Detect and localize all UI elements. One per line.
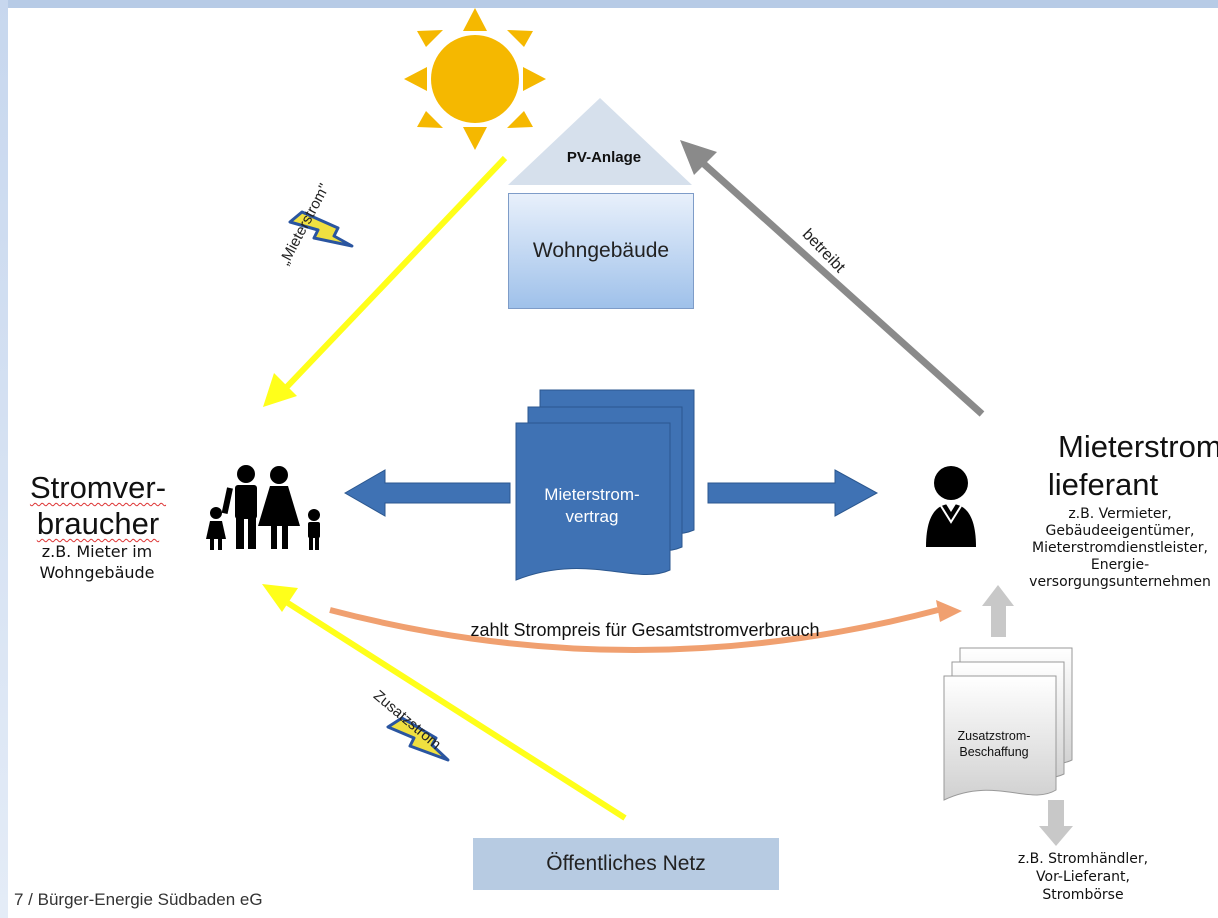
mieterstrom-arrow: [263, 155, 508, 407]
house-box: Wohngebäude: [508, 193, 694, 309]
sources-down-arrow: [1039, 800, 1073, 846]
supplier-sub-line-4: Energie-: [1090, 557, 1150, 573]
sources-label: z.B. Stromhändler, Vor-Lieferant, Stromb…: [1000, 850, 1166, 904]
zusatzstrom-arrow: [262, 584, 627, 821]
consumer-title-line-2: braucher: [36, 506, 160, 541]
top-frame-bar: [0, 0, 1218, 8]
consumer-sub-line-2: Wohngebäude: [39, 563, 155, 582]
supplier-title-line-1: Mieterstrom-: [1058, 429, 1218, 464]
supplier-sub-line-2: Gebäudeeigentümer,: [1045, 523, 1195, 539]
contract-arrow-left: [343, 469, 511, 517]
family-icon: [206, 465, 320, 550]
supplier-title: Mieterstrom- lieferant: [1008, 428, 1218, 504]
procurement-document-stack: [943, 647, 1073, 801]
sources-line-1: z.B. Stromhändler,: [1017, 851, 1149, 867]
public-grid-label: Öffentliches Netz: [546, 852, 706, 875]
lightning-icon-bottom: [386, 716, 450, 762]
contract-document-stack: [515, 389, 695, 581]
contract-label-line-1: Mieterstrom-: [544, 485, 640, 504]
house-roof: [508, 98, 692, 185]
supplier-title-line-2: lieferant: [1047, 467, 1159, 502]
payment-label: zahlt Strompreis für Gesamtstromverbrauc…: [470, 620, 820, 640]
contract-label-line-2: vertrag: [565, 507, 619, 526]
businessman-icon: [926, 466, 976, 547]
supplier-subtitle: z.B. Vermieter, Gebäudeeigentümer, Miete…: [1010, 506, 1218, 591]
public-grid-box: Öffentliches Netz: [473, 838, 779, 890]
consumer-title-line-1: Stromver-: [29, 470, 167, 505]
supplier-sub-line-1: z.B. Vermieter,: [1068, 506, 1172, 522]
contract-label: Mieterstrom- vertrag: [512, 484, 672, 528]
contract-arrow-right: [707, 469, 879, 517]
sources-line-2: Vor-Lieferant,: [1036, 869, 1130, 885]
betreibt-arrow: [680, 140, 985, 417]
supplier-sub-line-5: versorgungsunternehmen: [1029, 574, 1211, 590]
procurement-up-arrow: [982, 585, 1014, 637]
house-label: Wohngebäude: [532, 239, 670, 262]
sun-icon: [404, 8, 546, 150]
procurement-label: Zusatzstrom- Beschaffung: [940, 728, 1048, 760]
left-frame-bar: [0, 0, 8, 918]
lightning-icon-top: [288, 210, 354, 248]
sources-line-3: Strombörse: [1042, 887, 1124, 903]
procurement-label-line-2: Beschaffung: [959, 745, 1029, 759]
procurement-label-line-1: Zusatzstrom-: [957, 729, 1031, 743]
consumer-title: Stromver- braucher: [18, 470, 178, 542]
supplier-sub-line-3: Mieterstromdienstleister,: [1032, 540, 1208, 556]
consumer-sub-line-1: z.B. Mieter im: [41, 542, 153, 561]
pv-label: PV-Anlage: [566, 149, 642, 166]
footer-text: 7 / Bürger-Energie Südbaden eG: [14, 890, 263, 909]
payment-arrow: [329, 600, 962, 653]
consumer-subtitle: z.B. Mieter im Wohngebäude: [22, 541, 172, 583]
